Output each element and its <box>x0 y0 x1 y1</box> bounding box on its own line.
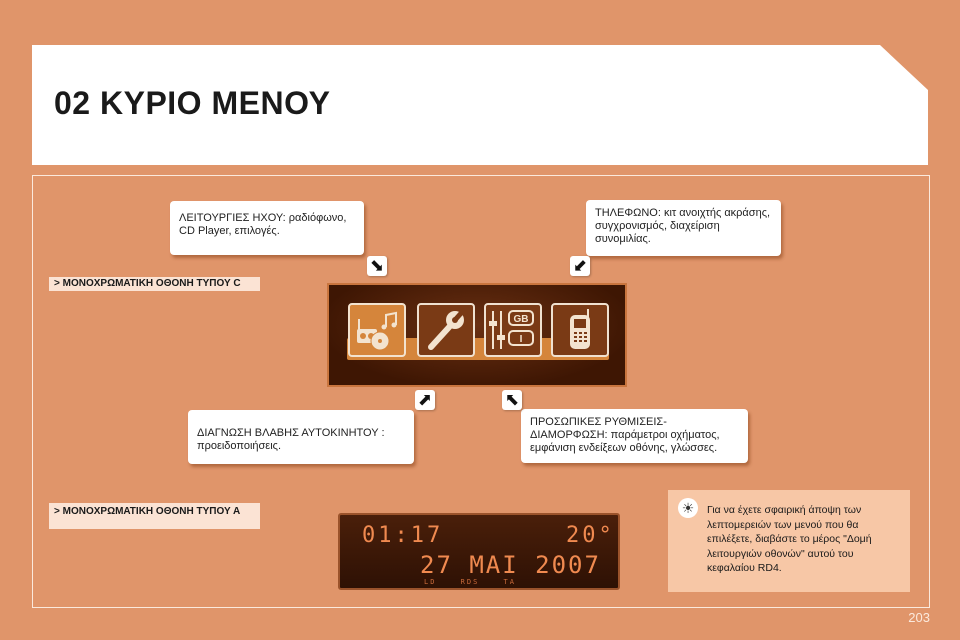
menu-shelf <box>347 338 609 360</box>
content-frame <box>32 175 930 608</box>
callout-vehicle-diagnosis: ΔΙΑΓΝΩΣΗ ΒΛΑΒΗΣ ΑΥΤΟΚΙΝΗΤΟΥ : προειδοποι… <box>188 410 414 464</box>
lcd-time: 01:17 <box>362 523 444 548</box>
section-label-screen-a: > ΜΟΝΟΧΡΩΜΑΤΙΚΗ ΟΘΟΝΗ ΤΥΠΟΥ Α <box>49 503 260 529</box>
menu-personal-settings[interactable]: GB I <box>484 303 542 357</box>
lcd-temperature: 20° <box>566 523 615 548</box>
callout-personal-settings: ΠΡΟΣΩΠΙΚΕΣ ΡΥΘΜΙΣΕΙΣ-ΔΙΑΜΟΡΦΩΣΗ: παράμετ… <box>521 409 748 463</box>
callout-telephone: ΤΗΛΕΦΩΝΟ: κιτ ανοιχτής ακράσης, συγχρονι… <box>586 200 781 256</box>
phone-icon <box>570 309 590 349</box>
lcd-status-flags: LD RDS TA <box>424 578 516 586</box>
callout-audio-functions: ΛΕΙΤΟΥΡΓΙΕΣ ΗΧΟΥ: ραδιόφωνο, CD Player, … <box>170 201 364 255</box>
lcd-date: 27 MAI 2007 <box>420 551 601 579</box>
header-panel: 02 ΚΥΡΙΟ ΜΕΝΟΥ <box>32 45 928 165</box>
display-screen-a: 01:17 20° 27 MAI 2007 LD RDS TA <box>338 513 620 590</box>
arrow-up-left-icon: ⬉ <box>502 390 522 410</box>
audio-icon <box>357 311 397 351</box>
section-label-screen-c: > ΜΟΝΟΧΡΩΜΑΤΙΚΗ ΟΘΟΝΗ ΤΥΠΟΥ C <box>49 277 260 291</box>
tip-box: ☀ Για να έχετε σφαιρική άποψη των λεπτομ… <box>668 490 910 592</box>
arrow-down-left-icon: ⬋ <box>570 256 590 276</box>
page-title: 02 ΚΥΡΙΟ ΜΕΝΟΥ <box>54 85 331 121</box>
tip-text: Για να έχετε σφαιρική άποψη των λεπτομερ… <box>707 504 872 574</box>
arrow-down-right-icon: ⬊ <box>367 256 387 276</box>
page-number: 203 <box>908 610 930 625</box>
settings-sliders-icon: GB I <box>489 310 534 349</box>
arrow-up-right-icon: ⬈ <box>415 390 435 410</box>
menu-diagnosis[interactable] <box>417 303 475 357</box>
display-screen-c: GB I <box>327 283 627 387</box>
wrench-icon <box>428 308 466 350</box>
lightbulb-icon: ☀ <box>678 498 698 518</box>
language-tag-gb: GB <box>514 314 529 325</box>
language-tag-i: I <box>520 334 523 345</box>
menu-telephone[interactable] <box>551 303 609 357</box>
menu-audio[interactable] <box>348 303 406 357</box>
